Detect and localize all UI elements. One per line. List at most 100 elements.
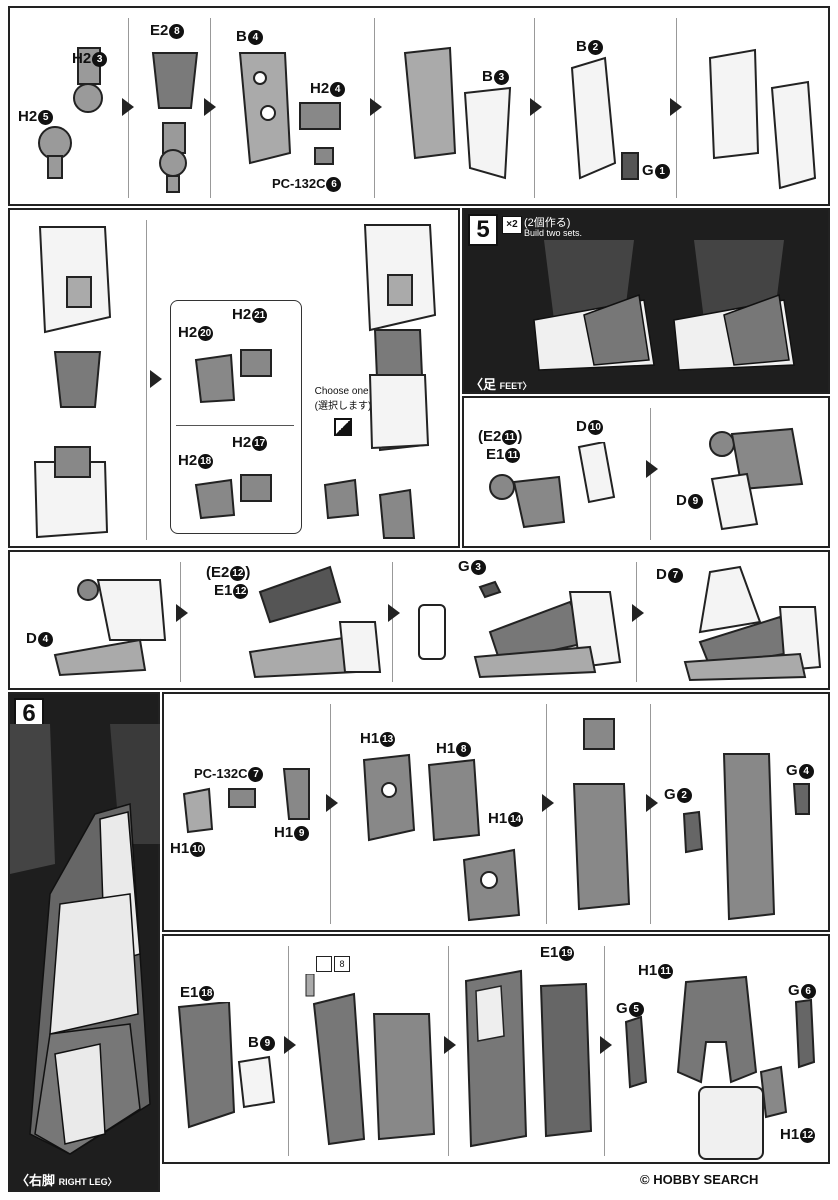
- part-diagram-ankle-assembled: [709, 427, 804, 531]
- paren: ): [245, 564, 251, 581]
- step-arrow: [646, 794, 658, 812]
- part-number: 11: [502, 429, 518, 445]
- part-number: 6: [326, 177, 342, 193]
- sets-en: Build two sets.: [524, 228, 583, 238]
- part-diagram-calf-cover: [305, 974, 436, 1146]
- part-number: 5: [628, 1001, 644, 1017]
- part-number: 18: [198, 453, 214, 469]
- step-arrow: [600, 1036, 612, 1054]
- part-number: 17: [252, 435, 268, 451]
- part-number: 7: [248, 767, 264, 783]
- tool-icon: [316, 956, 332, 972]
- part-number: 12: [233, 583, 249, 599]
- label-h2: H2: [232, 306, 252, 323]
- label-g: G: [642, 162, 654, 179]
- label-h2: H2: [18, 108, 38, 125]
- sets-jp: (2個作る): [524, 217, 571, 229]
- part-number: 1: [654, 163, 670, 179]
- part-number: 10: [587, 419, 603, 435]
- part-number: 21: [252, 307, 268, 323]
- part-number: 11: [505, 447, 521, 463]
- step-arrow: [444, 1036, 456, 1054]
- label-b: B: [576, 38, 587, 55]
- label-h1: H1: [638, 962, 658, 979]
- label-h1: H1: [360, 730, 380, 747]
- detail-callout: [418, 604, 446, 660]
- part-number: 19: [559, 945, 575, 961]
- label-d: D: [26, 630, 37, 647]
- part-number: 3: [493, 69, 509, 85]
- part-number: 2: [587, 39, 603, 55]
- part-diagram-joint-assembled: [151, 52, 199, 193]
- part-diagram-knee-joint: [182, 768, 310, 834]
- part-number: 13: [380, 731, 396, 747]
- part-diagram-calf-frame: [177, 1002, 276, 1129]
- hobby-search-logo: © HOBBY SEARCH: [640, 1172, 758, 1187]
- step-arrow: [370, 98, 382, 116]
- tool-badge: 8: [334, 956, 350, 972]
- label-g: G: [664, 786, 676, 803]
- step-arrow: [122, 98, 134, 116]
- step-arrow: [150, 370, 162, 388]
- step-arrow: [388, 604, 400, 622]
- part-number: 20: [198, 325, 214, 341]
- step-arrow: [326, 794, 338, 812]
- paren: ): [517, 428, 523, 445]
- caption-feet-en: FEET〉: [499, 381, 532, 391]
- part-diagram-hands: [194, 349, 272, 520]
- part-number: 9: [294, 825, 310, 841]
- part-number: 10: [190, 841, 206, 857]
- part-diagram-leg-stack: [33, 226, 112, 539]
- right-leg-preview-image: [10, 724, 160, 1155]
- part-number: 3: [470, 559, 486, 575]
- panel-step-6-preview: 6 〈右脚 RIGHT LEG〉: [8, 692, 160, 1192]
- step-number: 5: [468, 214, 498, 246]
- step-arrow: [632, 604, 644, 622]
- label-h1: H1: [274, 824, 294, 841]
- part-number: 3: [92, 51, 108, 67]
- choose-one-text: Choose one.: [314, 386, 372, 397]
- part-number: 11: [658, 963, 674, 979]
- label-e1: E1: [214, 582, 233, 599]
- part-diagram-foot-partial: [473, 580, 622, 679]
- label-b: B: [236, 28, 247, 45]
- part-number: 4: [37, 631, 53, 647]
- step-arrow: [530, 98, 542, 116]
- sets-badge: ×2: [502, 216, 522, 234]
- detail-callout: [698, 1086, 764, 1160]
- label-h2: H2: [310, 80, 330, 97]
- part-number: 9: [687, 493, 703, 509]
- label-h2: H2: [72, 50, 92, 67]
- part-diagram-calf-back: [464, 969, 593, 1148]
- panel-step-5-preview: 5 ×2 (2個作る) Build two sets. 〈足 FEET〉: [462, 208, 830, 394]
- part-number: 4: [247, 29, 263, 45]
- hand-options-box: [170, 300, 302, 534]
- part-number: 4: [798, 763, 814, 779]
- part-diagram-knee-with-pins: [682, 753, 810, 921]
- part-diagram-shin-assembled: [708, 48, 817, 190]
- label-h2: H2: [178, 324, 198, 341]
- label-b: B: [482, 68, 493, 85]
- label-d: D: [656, 566, 667, 583]
- part-number: 18: [199, 985, 215, 1001]
- caption-right-leg-jp: 〈右脚: [16, 1173, 56, 1188]
- logo-text: HOBBY SEARCH: [653, 1172, 759, 1187]
- part-number: 4: [330, 81, 346, 97]
- part-number: 8: [169, 23, 185, 39]
- label-h1: H1: [436, 740, 456, 757]
- label-g: G: [788, 982, 800, 999]
- label-d: D: [676, 492, 687, 509]
- label-e1: E1: [180, 984, 199, 1001]
- step-arrow: [284, 1036, 296, 1054]
- part-number: 7: [667, 567, 683, 583]
- part-number: 12: [230, 565, 246, 581]
- part-diagram-ankle: [489, 442, 616, 529]
- label-h1: H1: [488, 810, 508, 827]
- feet-preview-image: [533, 240, 795, 371]
- label-g: G: [616, 1000, 628, 1017]
- part-diagram-joint: [38, 47, 103, 179]
